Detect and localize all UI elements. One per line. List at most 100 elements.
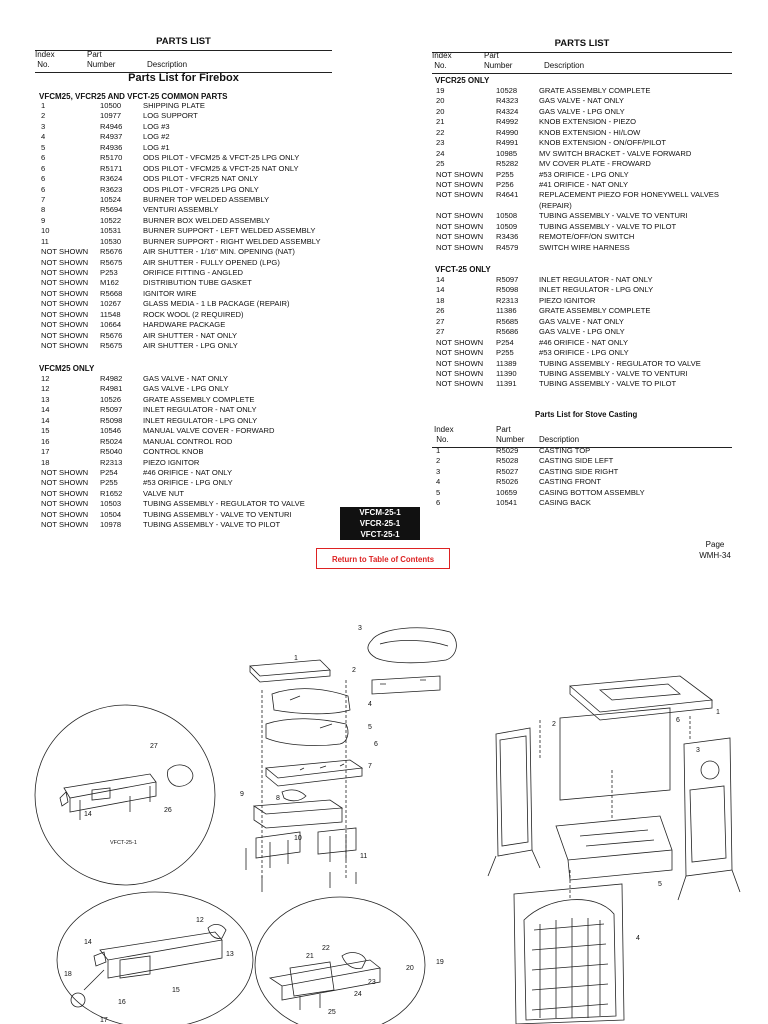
part-number-cell: R4991 <box>496 138 519 148</box>
callout-13: 13 <box>226 951 234 958</box>
vfct-detail-circle <box>34 704 216 886</box>
stove-callout-3: 3 <box>696 747 700 754</box>
description-cell: IGNITOR WIRE <box>143 288 197 298</box>
part-number-cell: 10528 <box>496 86 518 95</box>
index-cell: NOT SHOWN <box>436 358 484 368</box>
index-cell: 14 <box>41 405 50 415</box>
description-cell: MV SWITCH BRACKET - VALVE FORWARD <box>539 148 692 158</box>
index-cell: NOT SHOWN <box>436 242 484 252</box>
description-cell: LOG #2 <box>143 132 170 142</box>
callout-7: 7 <box>368 763 372 770</box>
part-number-cell: R3623 <box>100 184 123 194</box>
part-number-cell: R2313 <box>100 457 123 467</box>
vfcr-detail-parts <box>268 952 381 1010</box>
table-row: 9 10522 BURNER BOX WELDED ASSEMBLY <box>35 216 332 226</box>
description-cell: LOG #3 <box>143 121 170 131</box>
index-cell: NOT SHOWN <box>41 309 89 319</box>
index-cell: 5 <box>436 487 441 497</box>
description-cell: BURNER BOX WELDED ASSEMBLY <box>143 215 270 225</box>
return-to-toc-button[interactable]: Return to Table of Contents <box>316 548 450 569</box>
index-cell: 13 <box>41 394 50 404</box>
description-cell: VENTURI ASSEMBLY <box>143 205 219 215</box>
part-number-cell: 10500 <box>100 101 122 110</box>
callout-24: 24 <box>354 991 362 998</box>
model-vfct: VFCT-25-1 <box>360 530 400 539</box>
description-cell: CASTING SIDE RIGHT <box>539 466 619 476</box>
description-cell: #53 ORIFICE - LPG ONLY <box>143 478 233 488</box>
header-rule-top <box>35 50 332 51</box>
parts-list-heading: PARTS LIST <box>554 38 610 49</box>
part-number-cell: R5675 <box>100 257 123 267</box>
index-header: Index No. <box>35 50 55 69</box>
index-cell: 27 <box>436 327 445 337</box>
callout-10: 10 <box>294 835 302 842</box>
stove-callout-6: 6 <box>676 717 680 724</box>
index-cell: 20 <box>436 96 445 106</box>
description-cell: INLET REGULATOR - NAT ONLY <box>539 275 653 284</box>
description-cell: DISTRIBUTION TUBE GASKET <box>143 278 252 288</box>
part-number-cell: R4323 <box>496 96 519 106</box>
part-number-cell: 10978 <box>100 520 122 530</box>
index-cell: 2 <box>41 111 46 121</box>
part-number-cell: R4641 <box>496 190 519 200</box>
description-cell: PIEZO IGNITOR <box>539 295 596 305</box>
stove-casting-title: Parts List for Stove Casting <box>535 410 638 419</box>
part-number-cell: 10531 <box>100 226 122 236</box>
part-number-cell: R4982 <box>100 374 123 383</box>
description-cell: KNOB EXTENSION - ON/OFF/PILOT <box>539 138 666 148</box>
part-number-cell: R5098 <box>100 415 123 425</box>
table-row: (REPAIR) <box>432 201 732 211</box>
callout-23: 23 <box>368 979 376 986</box>
stove-callout-4: 4 <box>636 935 640 942</box>
description-cell: PIEZO IGNITOR <box>143 457 200 467</box>
description-cell: LOG SUPPORT <box>143 111 198 121</box>
part-number-cell: 11391 <box>496 379 517 389</box>
index-cell: 9 <box>41 215 46 225</box>
vfct-section-title: VFCT-25 ONLY <box>435 265 491 274</box>
callout-14b: 14 <box>84 939 92 946</box>
part-number-cell: 10664 <box>100 320 122 330</box>
description-cell: TUBING ASSEMBLY - REGULATOR TO VALVE <box>539 358 701 368</box>
callout-12: 12 <box>196 917 204 924</box>
index-cell: NOT SHOWN <box>41 257 89 267</box>
part-number-cell: 10508 <box>496 211 518 221</box>
part-number-cell: P255 <box>496 169 514 179</box>
common-section-title: VFCM25, VFCR25 AND VFCT-25 COMMON PARTS <box>39 92 228 101</box>
index-cell: 7 <box>41 194 46 204</box>
index-cell: NOT SHOWN <box>436 379 484 389</box>
part-number-cell: P254 <box>100 467 118 477</box>
description-cell: AIR SHUTTER - FULLY OPENED (LPG) <box>143 257 280 267</box>
part-number-cell: R1652 <box>100 488 123 498</box>
index-cell: NOT SHOWN <box>436 368 484 378</box>
index-cell: 21 <box>436 117 445 127</box>
index-cell: 6 <box>41 163 46 173</box>
part-number-cell: 10522 <box>100 215 122 225</box>
index-cell: NOT SHOWN <box>41 278 89 288</box>
